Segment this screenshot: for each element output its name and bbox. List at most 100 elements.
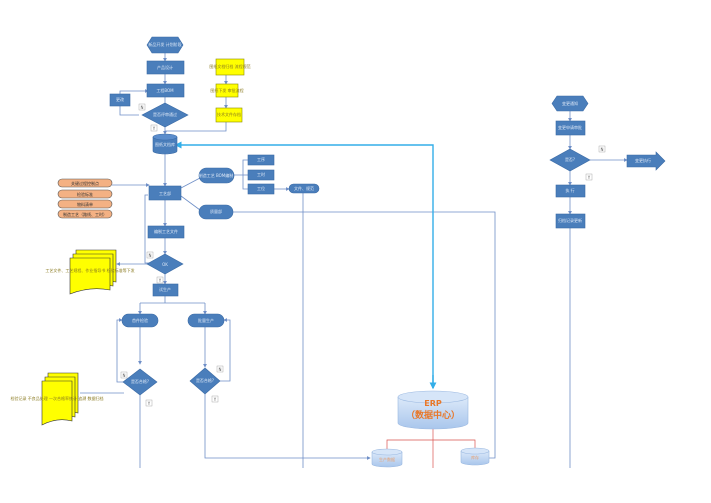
right-decision[interactable]: 是否? xyxy=(549,148,591,172)
svg-text:检验标准: 检验标准 xyxy=(77,191,93,197)
svg-text:变更申请审批: 变更申请审批 xyxy=(558,124,582,130)
svg-text:N: N xyxy=(141,105,144,110)
svg-text:检验记录 不良品处理 一次合格率统计 追溯 数据归档: 检验记录 不良品处理 一次合格率统计 追溯 数据归档 xyxy=(10,395,103,401)
pass-decision-2[interactable]: 是否合格? xyxy=(189,367,221,395)
record-note[interactable]: 检验记录 不良品处理 一次合格率统计 追溯 数据归档 xyxy=(10,372,104,426)
right-step-2[interactable]: 执 行 xyxy=(555,184,586,198)
note-box-2[interactable]: 图纸下发 审批流程 xyxy=(210,83,244,98)
erp-title: ERP xyxy=(424,399,442,408)
erp-link xyxy=(174,141,437,390)
svg-text:N: N xyxy=(149,253,152,258)
db-right[interactable]: 库存 xyxy=(460,447,490,466)
svg-text:N: N xyxy=(123,373,126,378)
drawing-db[interactable]: 图纸文档库 xyxy=(152,133,178,155)
quality-node[interactable]: 质量部 xyxy=(198,204,234,220)
svg-text:关键过程控制点: 关键过程控制点 xyxy=(71,180,99,186)
svg-text:文件、规范: 文件、规范 xyxy=(294,185,314,191)
svg-text:Y: Y xyxy=(147,401,151,406)
pbom-node[interactable]: 制造工艺 BOM编制 xyxy=(198,167,235,184)
input-item[interactable]: 物料清单 xyxy=(57,199,113,209)
svg-text:制造工艺（路线、工时）: 制造工艺（路线、工时） xyxy=(63,211,107,217)
svg-text:工程BOM: 工程BOM xyxy=(156,87,174,93)
svg-text:首件检验: 首件检验 xyxy=(132,317,148,323)
pass-decision-1[interactable]: 是否合格? xyxy=(122,368,158,396)
db-left[interactable]: 生产数据 xyxy=(371,448,403,468)
batch-node[interactable]: 批量生产 xyxy=(187,313,225,328)
design-box[interactable]: 产品设计 xyxy=(146,60,185,75)
start-node[interactable]: 新品开发 计划阶段 xyxy=(146,36,184,54)
no-tag: N xyxy=(216,365,224,373)
trial-box[interactable]: 试生产 xyxy=(152,283,179,297)
svg-text:技术文件存档: 技术文件存档 xyxy=(217,111,241,117)
no-tag: N xyxy=(120,371,128,379)
svg-text:工位: 工位 xyxy=(257,185,265,191)
svg-text:图纸文档归档 流程规范: 图纸文档归档 流程规范 xyxy=(209,63,250,69)
svg-text:编制工艺文件: 编制工艺文件 xyxy=(154,228,178,234)
svg-text:生产数据: 生产数据 xyxy=(379,456,395,462)
yes-tag: Y xyxy=(585,173,593,181)
input-item[interactable]: 关键过程控制点 xyxy=(57,178,113,188)
docs-note[interactable]: 工艺文件、工艺规程、作业指导书 检验标准等下发 xyxy=(45,249,135,295)
svg-text:工艺文件、工艺规程、作业指导书 检验标准等下发: 工艺文件、工艺规程、作业指导书 检验标准等下发 xyxy=(45,267,134,273)
svg-text:产品设计: 产品设计 xyxy=(157,64,173,70)
svg-text:N: N xyxy=(601,147,604,152)
svg-text:质量部: 质量部 xyxy=(210,208,222,214)
svg-text:OK: OK xyxy=(162,262,168,267)
no-tag: N xyxy=(138,103,146,111)
svg-text:Y: Y xyxy=(213,397,217,402)
yes-tag: Y xyxy=(156,276,164,284)
sub-box-3[interactable]: 工位 xyxy=(247,183,275,195)
svg-text:是否评审通过: 是否评审通过 xyxy=(153,111,177,117)
sub-box-1[interactable]: 工序 xyxy=(247,154,275,166)
input-item[interactable]: 制造工艺（路线、工时） xyxy=(57,209,113,219)
svg-text:工时: 工时 xyxy=(257,171,265,177)
svg-text:工序: 工序 xyxy=(257,156,265,162)
svg-text:制造工艺 BOM编制: 制造工艺 BOM编制 xyxy=(199,172,234,178)
svg-text:变更通知: 变更通知 xyxy=(562,100,578,106)
process-doc-box[interactable]: 编制工艺文件 xyxy=(147,225,185,239)
erp-subtitle: （数据中心） xyxy=(406,409,460,421)
svg-text:图纸下发 审批流程: 图纸下发 审批流程 xyxy=(210,87,243,93)
yes-tag: Y xyxy=(211,395,219,403)
svg-text:是否合格?: 是否合格? xyxy=(196,377,214,383)
no-tag: N xyxy=(146,251,154,259)
svg-text:变更执行: 变更执行 xyxy=(635,157,651,163)
connectors xyxy=(80,53,628,468)
process-dept-box[interactable]: 工艺部 xyxy=(148,185,182,201)
note-box-1[interactable]: 图纸文档归档 流程规范 xyxy=(209,58,251,76)
svg-text:更改: 更改 xyxy=(116,96,124,102)
svg-text:执 行: 执 行 xyxy=(565,187,574,193)
svg-text:库存: 库存 xyxy=(471,454,479,460)
svg-text:归档记录更新: 归档记录更新 xyxy=(558,217,582,223)
svg-text:试生产: 试生产 xyxy=(159,286,171,292)
svg-text:Y: Y xyxy=(152,126,156,131)
svg-text:Y: Y xyxy=(587,175,591,180)
right-step-3[interactable]: 归档记录更新 xyxy=(555,213,586,229)
note-box-3[interactable]: 技术文件存档 xyxy=(215,107,243,123)
first-check-node[interactable]: 首件检验 xyxy=(121,313,159,328)
svg-text:N: N xyxy=(219,367,222,372)
svg-text:是否合格?: 是否合格? xyxy=(131,378,149,384)
right-step-1[interactable]: 变更申请审批 xyxy=(555,120,586,136)
svg-text:工艺部: 工艺部 xyxy=(159,190,171,196)
input-list: 关键过程控制点 检验标准 物料清单 制造工艺（路线、工时） xyxy=(57,178,113,219)
yes-tag: Y xyxy=(145,399,153,407)
review-decision[interactable]: 是否评审通过 xyxy=(141,102,189,128)
right-arrow-node[interactable]: 变更执行 xyxy=(626,151,666,171)
ebom-box[interactable]: 工程BOM xyxy=(146,83,185,98)
file-release-node[interactable]: 文件、规范 xyxy=(288,183,320,194)
svg-text:Y: Y xyxy=(158,278,162,283)
no-tag: N xyxy=(598,145,606,153)
start-label: 新品开发 计划阶段 xyxy=(148,41,181,47)
input-item[interactable]: 检验标准 xyxy=(57,189,113,199)
sub-box-2[interactable]: 工时 xyxy=(247,169,275,181)
svg-text:物料清单: 物料清单 xyxy=(77,201,93,207)
modify-box[interactable]: 更改 xyxy=(109,93,131,107)
erp-data-center[interactable]: ERP （数据中心） xyxy=(397,390,469,430)
right-start-node[interactable]: 变更通知 xyxy=(551,95,589,112)
yes-tag: Y xyxy=(150,124,158,132)
erp-branches xyxy=(386,428,476,468)
svg-text:是否?: 是否? xyxy=(565,156,575,162)
ok-decision[interactable]: OK xyxy=(146,253,184,275)
